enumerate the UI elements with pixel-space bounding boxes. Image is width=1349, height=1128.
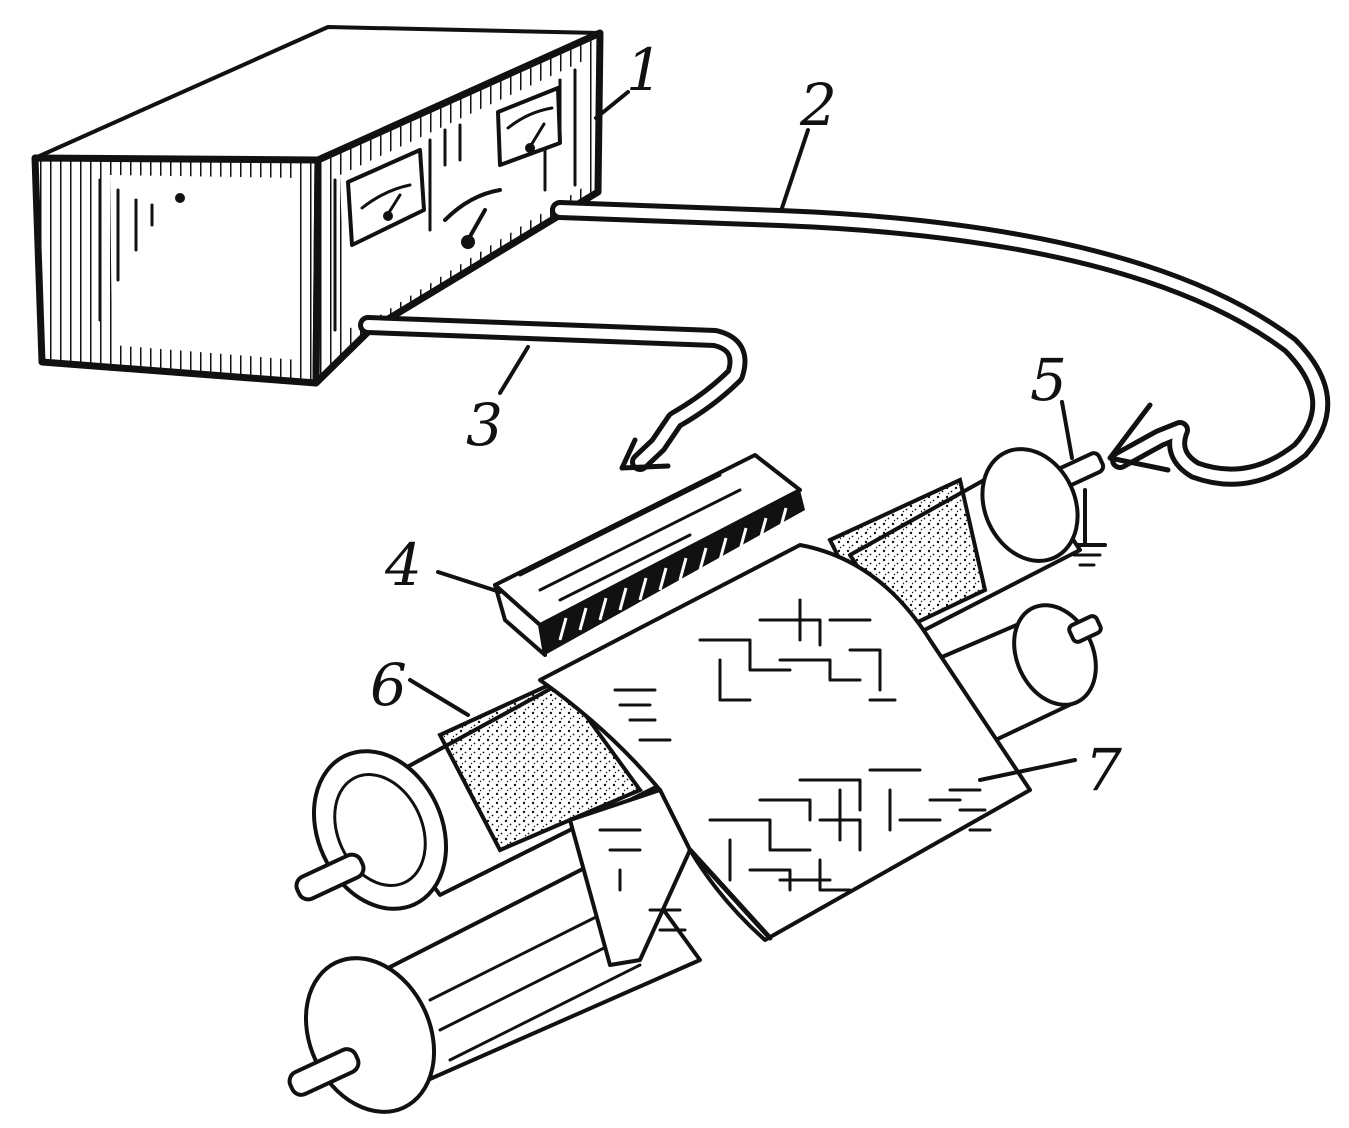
meter-right [496, 86, 562, 167]
roller-assembly [287, 447, 1107, 1114]
leader-lines [408, 90, 1077, 782]
callout-7: 7 [1085, 736, 1122, 804]
paper-sheet-7 [538, 543, 1032, 967]
cable-3 [358, 315, 748, 472]
callout-4: 4 [384, 531, 422, 599]
callout-2: 2 [799, 71, 837, 139]
callout-5: 5 [1030, 346, 1067, 414]
meter-middle [443, 188, 502, 249]
control-unit [31, 25, 604, 387]
meter-left [346, 148, 426, 247]
callout-3: 3 [466, 391, 503, 459]
callout-1: 1 [626, 36, 663, 104]
cable-2 [550, 200, 1331, 487]
callout-6: 6 [370, 651, 407, 719]
electrode-4 [493, 453, 805, 657]
